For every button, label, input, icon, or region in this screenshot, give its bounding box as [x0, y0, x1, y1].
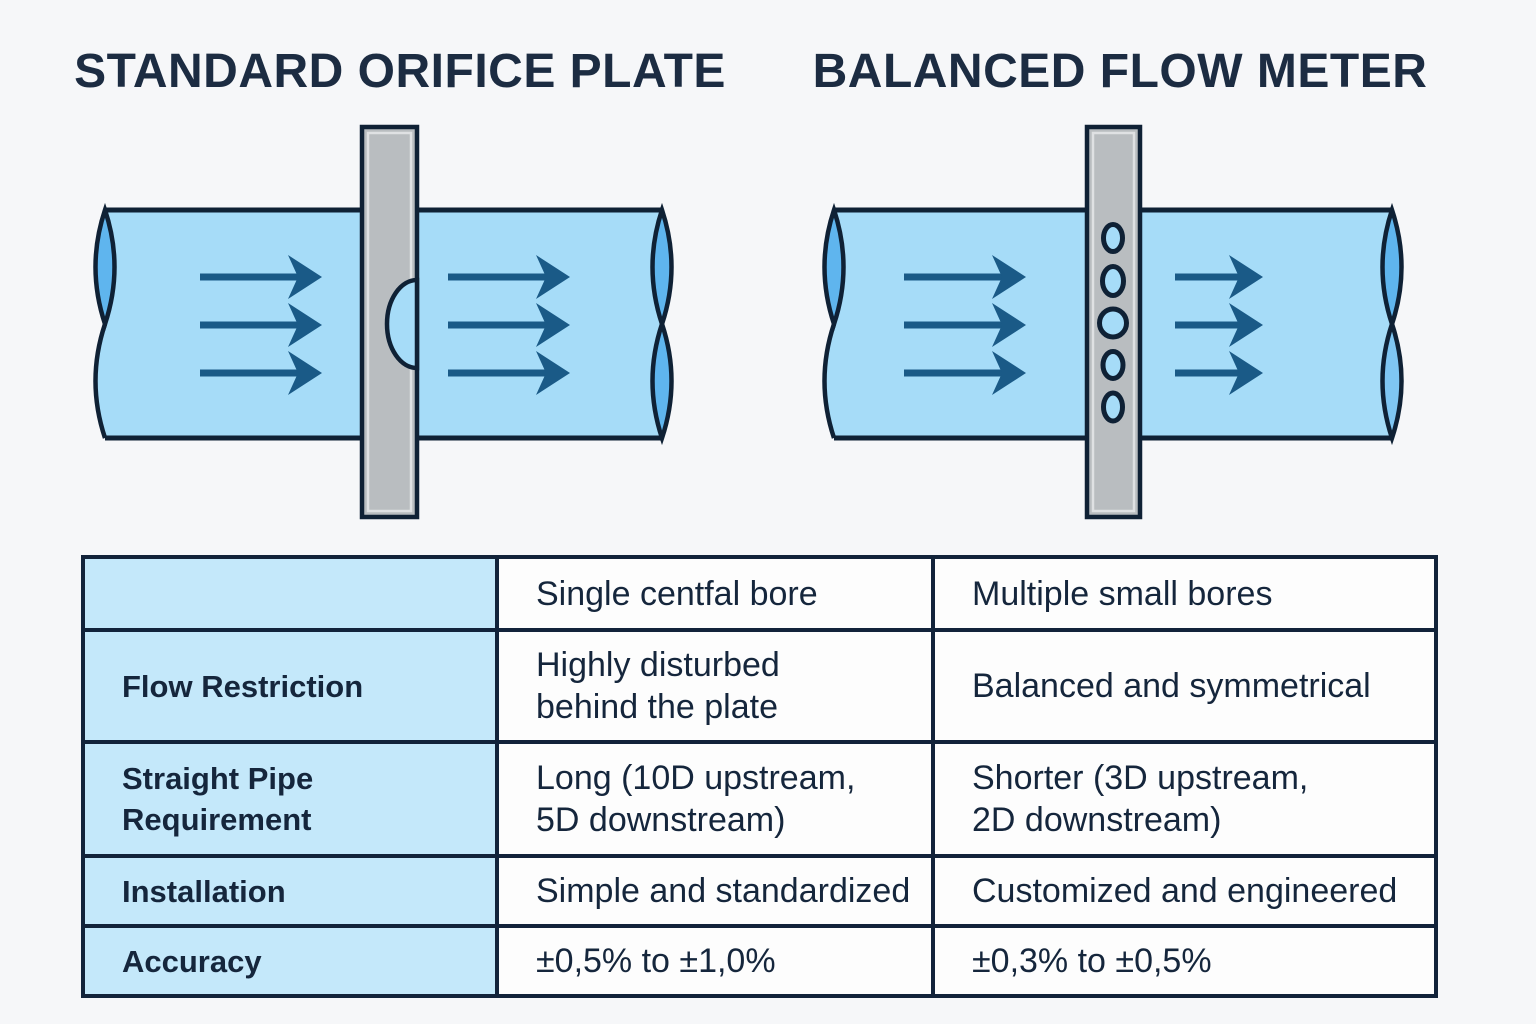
orifice-plate [359, 124, 420, 520]
balanced-cell: Shorter (3D upstream, 2D downstream) [935, 744, 1434, 854]
row-label-cell: Flow Restriction [85, 632, 495, 740]
row-label-cell: Installation [85, 858, 495, 924]
balanced-diagram-title: BALANCED FLOW METER [812, 45, 1428, 98]
orifice-bore [384, 277, 420, 371]
flow-arrows-downstream [448, 255, 570, 395]
orifice-cell: Long (10D upstream, 5D downstream) [499, 744, 931, 854]
comparison-table: Single centfal bore Multiple small bores… [81, 555, 1438, 998]
orifice-cell: ±0,5% to ±1,0% [499, 928, 931, 994]
pipe-right-break [650, 202, 674, 446]
row-label-cell: Accuracy [85, 928, 495, 994]
balanced-cell: Customized and engineered [935, 858, 1434, 924]
pipe-left-break [822, 202, 846, 439]
flow-arrows-upstream [200, 255, 322, 395]
flow-arrows-downstream [1175, 255, 1263, 395]
orifice-cell: Simple and standardized [499, 858, 931, 924]
row-label-cell [85, 559, 495, 628]
balanced-plate [1084, 124, 1143, 520]
row-label-cell: Straight Pipe Requirement [85, 744, 495, 854]
flow-arrows-upstream [904, 255, 1026, 395]
orifice-cell: Highly disturbed behind the plate [499, 632, 931, 740]
balanced-cell: Balanced and symmetrical [935, 632, 1434, 740]
orifice-cell: Single centfal bore [499, 559, 931, 628]
balanced-pipe-diagram [822, 124, 1404, 520]
balanced-cell: ±0,3% to ±0,5% [935, 928, 1434, 994]
pipe-right-break [1380, 202, 1404, 446]
plate-bores [1097, 222, 1129, 424]
orifice-diagram-title: STANDARD ORIFICE PLATE [74, 45, 726, 98]
orifice-pipe-diagram [93, 124, 674, 520]
pipe-left-break [93, 202, 117, 439]
balanced-cell: Multiple small bores [935, 559, 1434, 628]
